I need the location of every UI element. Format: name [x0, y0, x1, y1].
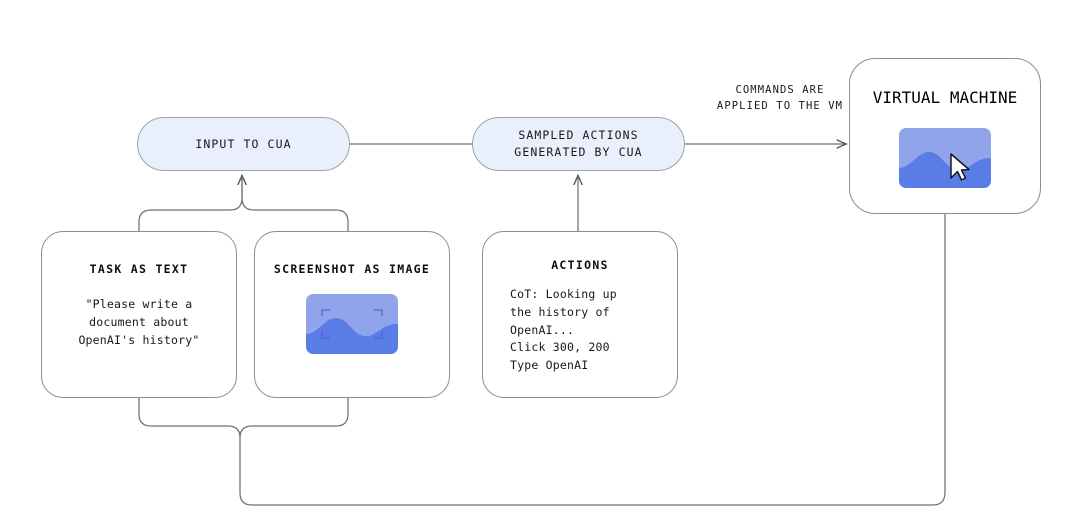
vm-desktop-thumbnail-icon	[899, 128, 991, 188]
card-task-as-text-body: "Please write a document about OpenAI's …	[78, 297, 200, 347]
pill-sampled-actions-label: SAMPLED ACTIONS GENERATED BY CUA	[514, 128, 643, 159]
card-actions[interactable]: ACTIONS CoT: Looking up the history of O…	[482, 231, 678, 398]
cursor-arrow-icon	[950, 153, 970, 181]
screenshot-thumbnail-icon	[306, 294, 398, 354]
wire-vm-feedback-to-screenshot	[239, 396, 349, 439]
card-screenshot-as-image-title: SCREENSHOT AS IMAGE	[273, 262, 431, 276]
card-screenshot-as-image[interactable]: SCREENSHOT AS IMAGE	[254, 231, 450, 398]
wire-screenshot-to-input	[241, 176, 349, 238]
pill-sampled-actions[interactable]: SAMPLED ACTIONS GENERATED BY CUA	[472, 117, 685, 171]
card-task-as-text[interactable]: TASK AS TEXT "Please write a document ab…	[41, 231, 237, 398]
pill-input-to-cua[interactable]: INPUT TO CUA	[137, 117, 350, 171]
edge-label-commands-applied: COMMANDS ARE APPLIED TO THE VM	[716, 84, 844, 112]
pill-input-to-cua-label: INPUT TO CUA	[195, 136, 292, 151]
card-actions-body: CoT: Looking up the history of OpenAI...…	[510, 287, 617, 373]
card-task-as-text-title: TASK AS TEXT	[89, 262, 189, 276]
wire-task-to-input	[138, 176, 242, 238]
card-actions-title: ACTIONS	[551, 258, 609, 272]
card-virtual-machine[interactable]: VIRTUAL MACHINE	[849, 58, 1041, 214]
card-virtual-machine-title: VIRTUAL MACHINE	[872, 88, 1018, 107]
